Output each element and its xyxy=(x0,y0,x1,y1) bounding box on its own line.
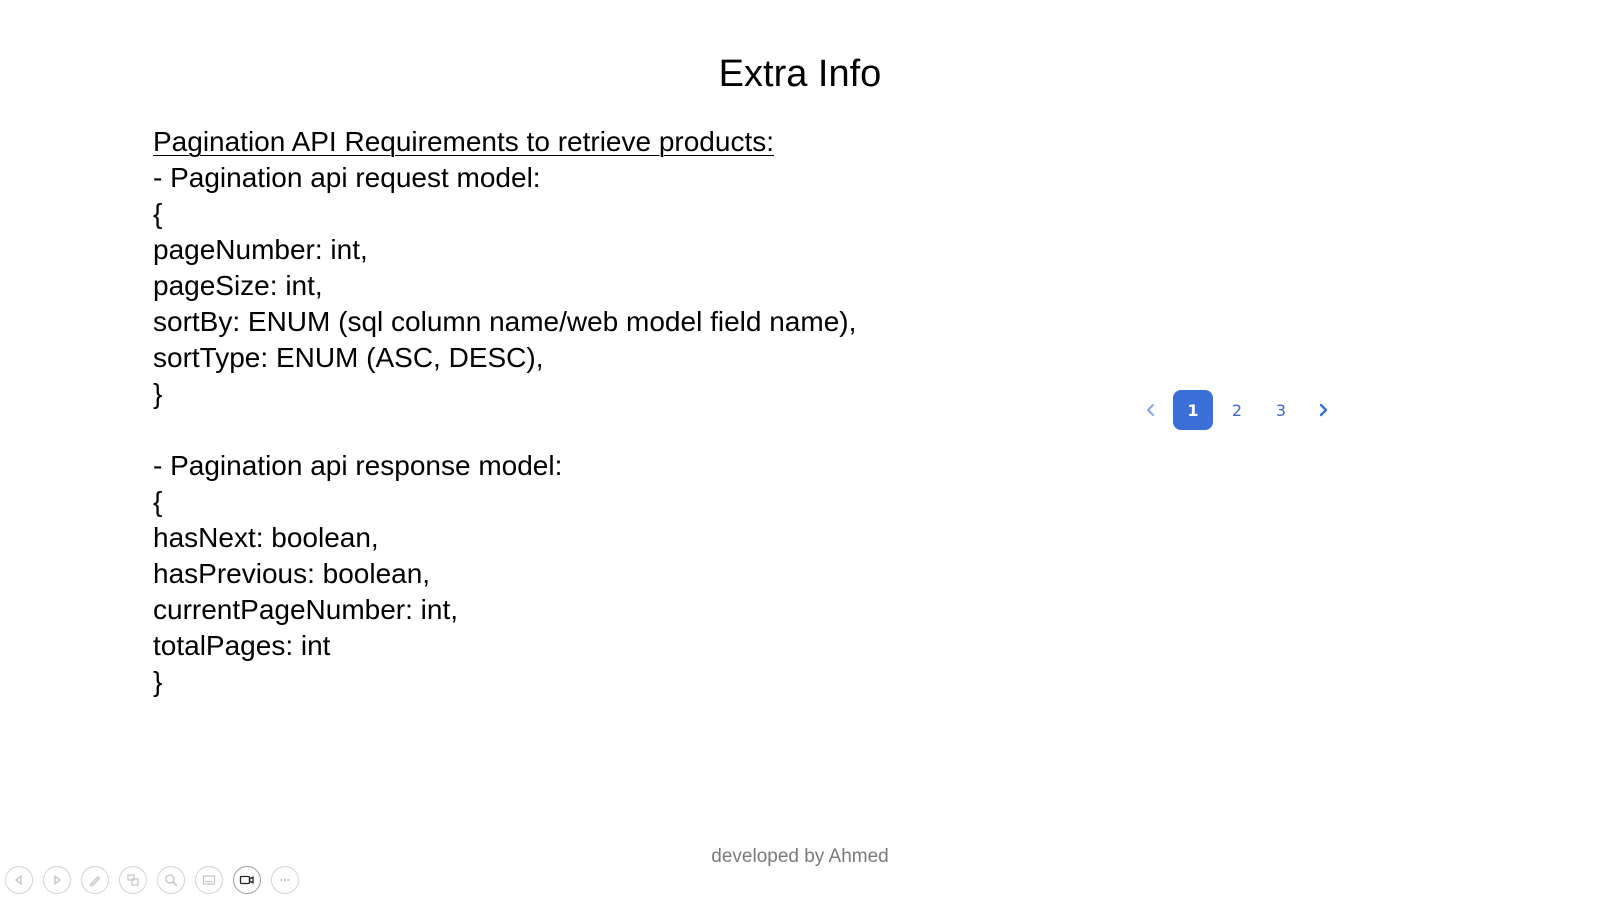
slides-grid-button[interactable] xyxy=(119,866,147,894)
request-field-pagenumber: pageNumber: int, xyxy=(153,234,368,265)
request-model-label: - Pagination api request model: xyxy=(153,162,541,193)
pen-button[interactable] xyxy=(81,866,109,894)
more-options-icon xyxy=(280,878,290,882)
zoom-icon xyxy=(165,874,178,887)
pagination-page-3[interactable]: 3 xyxy=(1275,400,1287,420)
chevron-right-icon xyxy=(1319,403,1328,417)
presenter-toolbar xyxy=(5,866,309,894)
camera-icon xyxy=(239,875,254,885)
response-close-brace: } xyxy=(153,666,163,697)
camera-button[interactable] xyxy=(233,866,261,894)
pagination-prev-button[interactable] xyxy=(1131,390,1171,430)
response-model-label: - Pagination api response model: xyxy=(153,450,563,481)
content-heading: Pagination API Requirements to retrieve … xyxy=(153,126,775,157)
slide-content: Pagination API Requirements to retrieve … xyxy=(153,124,856,700)
request-field-pagesize: pageSize: int, xyxy=(153,270,323,301)
response-field-hasprevious: hasPrevious: boolean, xyxy=(153,558,431,589)
request-field-sortby: sortBy: ENUM (sql column name/web model … xyxy=(153,306,857,337)
pagination: 1 2 3 xyxy=(1131,390,1343,430)
request-open-brace: { xyxy=(153,198,163,229)
pagination-page-2[interactable]: 2 xyxy=(1231,400,1243,420)
pagination-next-button[interactable] xyxy=(1303,390,1343,430)
slide-title: Extra Info xyxy=(718,53,882,95)
slides-grid-icon xyxy=(127,874,139,886)
response-field-hasnext: hasNext: boolean, xyxy=(153,522,379,553)
pen-icon xyxy=(89,876,101,887)
next-slide-button[interactable] xyxy=(43,866,71,894)
blank-line xyxy=(153,412,856,448)
more-options-button[interactable] xyxy=(271,866,299,894)
next-slide-icon xyxy=(54,875,61,885)
pagination-page-1[interactable]: 1 xyxy=(1173,390,1213,430)
response-field-totalpages: totalPages: int xyxy=(153,630,331,661)
previous-slide-button[interactable] xyxy=(5,866,33,894)
previous-slide-icon xyxy=(15,875,22,885)
chevron-left-icon xyxy=(1147,404,1154,416)
footer-credit: developed by Ahmed xyxy=(711,846,889,867)
response-field-currentpagenumber: currentPageNumber: int, xyxy=(153,594,459,625)
zoom-button[interactable] xyxy=(157,866,185,894)
request-field-sorttype: sortType: ENUM (ASC, DESC), xyxy=(153,342,544,373)
response-open-brace: { xyxy=(153,486,163,517)
subtitles-icon xyxy=(202,875,216,885)
subtitles-button[interactable] xyxy=(195,866,223,894)
request-close-brace: } xyxy=(153,378,163,409)
